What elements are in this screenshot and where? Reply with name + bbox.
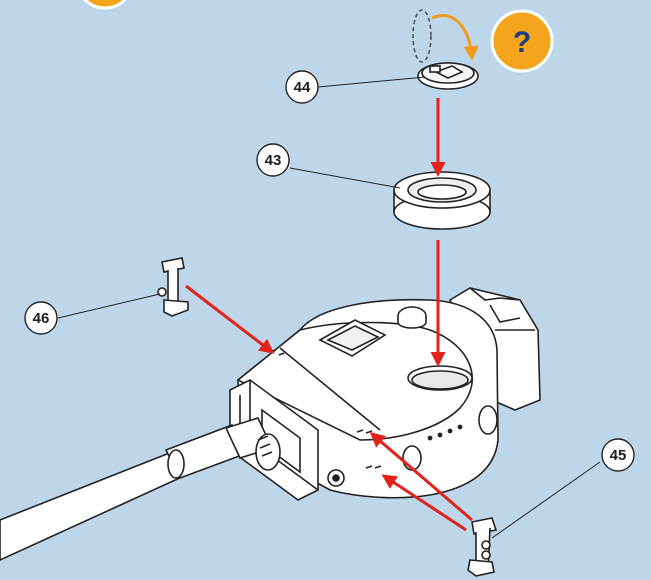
gun-barrel (0, 418, 280, 560)
callout-44: 44 (286, 71, 318, 103)
svg-text:45: 45 (610, 447, 627, 464)
partial-help-badge-top (77, 0, 133, 8)
help-question-icon: ? (513, 26, 531, 59)
turret-ring-part-43 (394, 172, 490, 229)
bracket-part-45 (468, 518, 496, 576)
callout-46: 46 (25, 302, 57, 334)
svg-text:44: 44 (294, 79, 311, 96)
help-badge[interactable]: ? (492, 11, 552, 71)
svg-text:46: 46 (33, 310, 50, 327)
callout-45: 45 (602, 439, 634, 471)
open-direction-arrow (432, 16, 472, 58)
arrow-46-to-turret (186, 286, 272, 352)
bracket-part-46 (158, 258, 188, 316)
callout-43: 43 (257, 144, 289, 176)
svg-text:43: 43 (265, 152, 282, 169)
